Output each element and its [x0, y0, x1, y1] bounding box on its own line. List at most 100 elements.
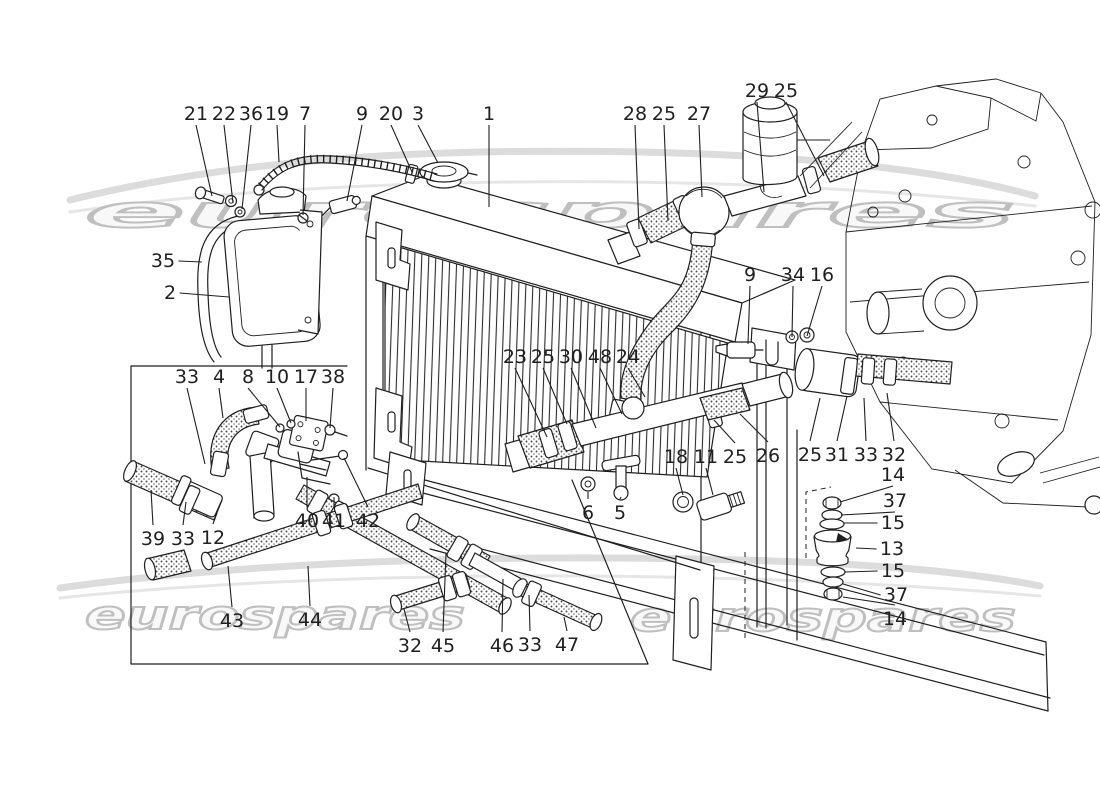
callout-33: 33 — [518, 594, 542, 656]
leader-line — [886, 392, 895, 442]
callout-9: 9 — [346, 103, 368, 202]
callout-25: 25 — [774, 80, 825, 177]
callout-label: 15 — [881, 560, 905, 582]
callout-label: 37 — [883, 490, 907, 512]
callout-label: 22 — [212, 103, 236, 125]
callout-31: 31 — [825, 395, 849, 466]
leader-line — [739, 413, 769, 443]
callout-label: 25 — [723, 446, 747, 468]
upper-hose-assembly — [607, 121, 880, 265]
callout-label: 3 — [412, 103, 424, 125]
callout-label: 33 — [171, 528, 195, 550]
leader-line — [713, 419, 736, 444]
callout-label: 42 — [356, 510, 380, 532]
leader-line — [756, 101, 765, 193]
leader-line — [212, 512, 218, 525]
callout-label: 13 — [880, 538, 904, 560]
leader-line — [223, 124, 234, 204]
callout-2: 2 — [164, 282, 230, 304]
nut-36 — [234, 206, 246, 218]
leader-line — [514, 367, 548, 438]
callout-label: 1 — [483, 103, 495, 125]
callout-label: 43 — [220, 610, 244, 632]
callout-34: 34 — [781, 264, 805, 338]
callout-label: 41 — [322, 510, 346, 532]
leader-line — [501, 578, 504, 633]
callout-label: 33 — [518, 634, 542, 656]
callout-label: 4 — [213, 366, 225, 388]
callout-6: 6 — [582, 492, 594, 524]
callout-label: 26 — [756, 445, 780, 467]
callout-25: 25 — [531, 346, 568, 425]
callout-19: 19 — [265, 103, 289, 163]
clamp-33-right — [860, 357, 876, 385]
bolt-21 — [194, 186, 225, 205]
callout-25: 25 — [652, 103, 676, 222]
callout-48: 48 — [588, 346, 623, 415]
callout-13: 13 — [855, 538, 904, 560]
callout-label: 40 — [295, 510, 319, 532]
callout-35: 35 — [151, 250, 203, 272]
callout-15: 15 — [844, 512, 905, 534]
callout-label: 14 — [883, 608, 907, 630]
callout-5: 5 — [614, 496, 626, 524]
leader-line — [442, 552, 447, 633]
engine-block-drawing — [845, 78, 1100, 515]
callout-label: 32 — [398, 635, 422, 657]
callout-43: 43 — [220, 565, 244, 632]
callout-label: 36 — [239, 103, 263, 125]
chassis-rails — [395, 307, 1051, 712]
callout-22: 22 — [212, 103, 236, 204]
callout-33: 33 — [175, 366, 206, 465]
leader-line — [570, 367, 597, 429]
expansion-tank-drawing — [194, 154, 438, 369]
callout-32: 32 — [398, 608, 422, 657]
callout-42: 42 — [343, 457, 380, 532]
callout-label: 25 — [798, 444, 822, 466]
callout-4: 4 — [213, 366, 225, 419]
inset-box — [130, 365, 649, 665]
callout-40: 40 — [295, 477, 319, 532]
clamp-25-lower — [557, 421, 578, 452]
drain-tap-5 — [601, 454, 641, 501]
callout-3: 3 — [412, 103, 439, 164]
oring-18 — [672, 491, 694, 513]
bracket-40 — [297, 451, 331, 485]
callout-label: 17 — [294, 366, 318, 388]
bleed-valve-9-tank — [321, 194, 361, 217]
callout-label: 33 — [175, 366, 199, 388]
callout-38: 38 — [321, 366, 345, 429]
leader-line — [675, 467, 684, 496]
callout-label: 47 — [555, 634, 579, 656]
callout-label: 25 — [774, 80, 798, 102]
leader-line — [227, 565, 233, 608]
leader-line — [276, 387, 292, 424]
callout-label: 15 — [881, 512, 905, 534]
leader-line — [403, 608, 411, 633]
reservoir-drawing — [742, 96, 830, 198]
leader-line — [705, 467, 714, 496]
callout-39: 39 — [141, 489, 165, 550]
bracket-plate-17 — [288, 414, 329, 452]
callout-label: 34 — [781, 264, 805, 286]
callout-14: 14 — [842, 596, 907, 630]
leader-line — [178, 260, 203, 263]
callout-label: 39 — [141, 528, 165, 550]
clamp-33-bottom — [521, 580, 543, 608]
callout-label: 31 — [825, 444, 849, 466]
nut-14-top — [822, 496, 842, 510]
leader-line — [836, 395, 848, 442]
leader-line — [698, 124, 703, 198]
leader-line — [390, 124, 413, 173]
callout-label: 35 — [151, 250, 175, 272]
leader-line — [855, 547, 877, 550]
leader-line — [302, 124, 306, 216]
fitting-26 — [778, 371, 794, 399]
callout-30: 30 — [559, 346, 597, 429]
callout-7: 7 — [299, 103, 311, 216]
link-42 — [337, 449, 349, 461]
callout-label: 10 — [265, 366, 289, 388]
callout-8: 8 — [242, 366, 281, 428]
leader-line — [307, 565, 311, 607]
